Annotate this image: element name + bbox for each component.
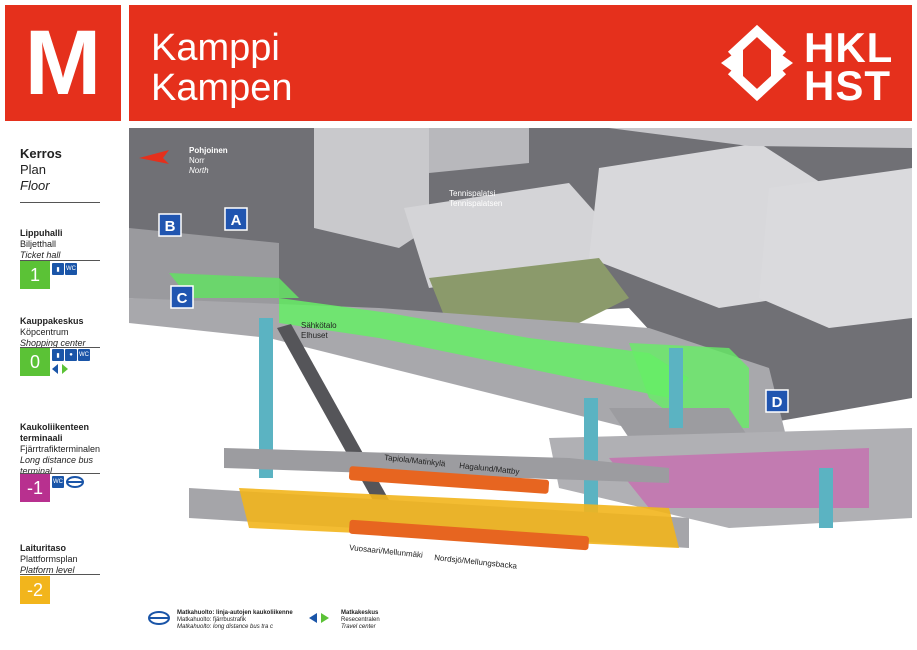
matkahuolto-label-fi: Matkahuolto: linja-autojen kaukoliikenne (177, 610, 293, 616)
tunnel-upper (224, 448, 669, 483)
floor-name-fi: Kauppakeskus (20, 316, 84, 326)
hkl-logo-icon (721, 24, 793, 102)
matkakeskus-label-en: Travel center (341, 624, 377, 630)
ticket-machine-icon: ▮ (52, 263, 64, 275)
legend-divider (20, 574, 100, 575)
floor-name-fi: Laituritaso (20, 543, 67, 553)
wc-icon: WC (65, 263, 77, 275)
matkakeskus-label-sv: Resecentralen (341, 617, 380, 623)
building (759, 168, 912, 328)
floor-legend-title: Kerros Plan Floor (20, 146, 110, 194)
legend-title-fi: Kerros (20, 146, 62, 161)
metro-train (349, 519, 589, 551)
platform-floor (239, 488, 679, 548)
travel-center-icon (309, 613, 317, 623)
floor-badge-0: 0 (20, 348, 50, 376)
floor-entry-shopping-center: Kauppakeskus Köpcentrum Shopping center (20, 316, 112, 349)
station-map: A B C D Pohjoinen Norr North Tennispalat… (129, 128, 912, 650)
floor-name-en: Shopping center (20, 338, 86, 348)
shopping-center-walkway (279, 298, 689, 398)
building (609, 128, 912, 148)
ticket-machine-icon: ▮ (52, 349, 64, 361)
floor-badge-minus-2: -2 (20, 576, 50, 604)
north-arrow-icon (139, 150, 169, 164)
floor-name-fi: Lippuhalli (20, 228, 63, 238)
svg-text:B: B (165, 218, 176, 235)
floor-entry-bus-terminal: Kaukoliikenteen terminaali Fjärrtrafikte… (20, 422, 112, 477)
compass-label-sv: Norr (189, 156, 205, 165)
matkahuolto-label-en: Matkahuolto: long distance bus tra c (177, 624, 273, 630)
metro-logo: M (5, 5, 121, 121)
metro-train (348, 466, 550, 494)
entrance-marker-d: D (765, 389, 789, 413)
legend-divider (20, 347, 100, 348)
shopping-center-walkway (629, 343, 749, 428)
matkahuolto-label-sv: Matkahuolto: fjärrbustrafik (177, 617, 247, 623)
floor-name-sv: Biljetthall (20, 239, 57, 249)
pillar (259, 318, 273, 478)
floor-name-sv: Fjärrtrafikterminalen (20, 444, 101, 454)
legend-title-sv: Plan (20, 162, 47, 177)
station-name-fi: Kamppi (151, 27, 280, 69)
operator-name-fi: HKL (804, 24, 894, 71)
legend-divider (20, 202, 100, 203)
floor-name-en: Ticket hall (20, 250, 61, 260)
matkahuolto-icon (66, 476, 84, 488)
legend-divider (20, 473, 100, 474)
operator-name-sv: HST (804, 62, 891, 109)
wc-icon: WC (78, 349, 90, 361)
floor-name-en: Platform level (20, 565, 75, 575)
sahkotalo-label-sv: Elhuset (301, 331, 328, 340)
legend-divider (20, 260, 100, 261)
matkahuolto-icon (148, 611, 170, 625)
station-name-sv: Kampen (151, 67, 293, 109)
building (314, 128, 429, 248)
metro-logo-letter: M (24, 12, 102, 114)
entrance-marker-c: C (170, 285, 194, 309)
floor-name-fi: Kaukoliikenteen terminaali (20, 422, 90, 443)
sahkotalo-label-fi: Sähkötalo (301, 321, 337, 330)
compass-label-fi: Pohjoinen (189, 146, 228, 155)
floor-badge-1: 1 (20, 261, 50, 289)
pillar (819, 468, 833, 528)
floor-name-en: Long distance bus terminal (20, 455, 94, 476)
header-bar: Kamppi Kampen HKL HST (129, 5, 912, 121)
svg-text:A: A (231, 212, 242, 229)
svg-text:C: C (177, 290, 188, 307)
pillar (669, 348, 683, 428)
bus-terminal-floor (609, 448, 869, 508)
tennispalatsi-building (404, 183, 609, 288)
tennispalatsi-label-fi: Tennispalatsi (449, 189, 495, 198)
floor-entry-platform: Laituritaso Plattformsplan Platform leve… (20, 543, 112, 576)
entrance-marker-b: B (158, 213, 182, 237)
compass-label-en: North (189, 166, 209, 175)
ticket-office-icon: ● (65, 349, 77, 361)
tennispalatsi-label-sv: Tennispalatsen (449, 199, 502, 208)
floor-name-sv: Köpcentrum (20, 327, 69, 337)
ticket-hall-floor (169, 273, 299, 298)
legend-title-en: Floor (20, 178, 50, 193)
matkakeskus-label-fi: Matkakeskus (341, 610, 379, 616)
floor-name-sv: Plattformsplan (20, 554, 78, 564)
floor-entry-ticket-hall: Lippuhalli Biljetthall Ticket hall (20, 228, 112, 261)
wc-icon: WC (52, 476, 64, 488)
entrance-marker-a: A (224, 207, 248, 231)
floor-badge-minus-1: -1 (20, 474, 50, 502)
building (429, 128, 529, 173)
svg-text:D: D (772, 394, 783, 411)
travel-center-icon (52, 364, 68, 374)
park (429, 258, 629, 328)
